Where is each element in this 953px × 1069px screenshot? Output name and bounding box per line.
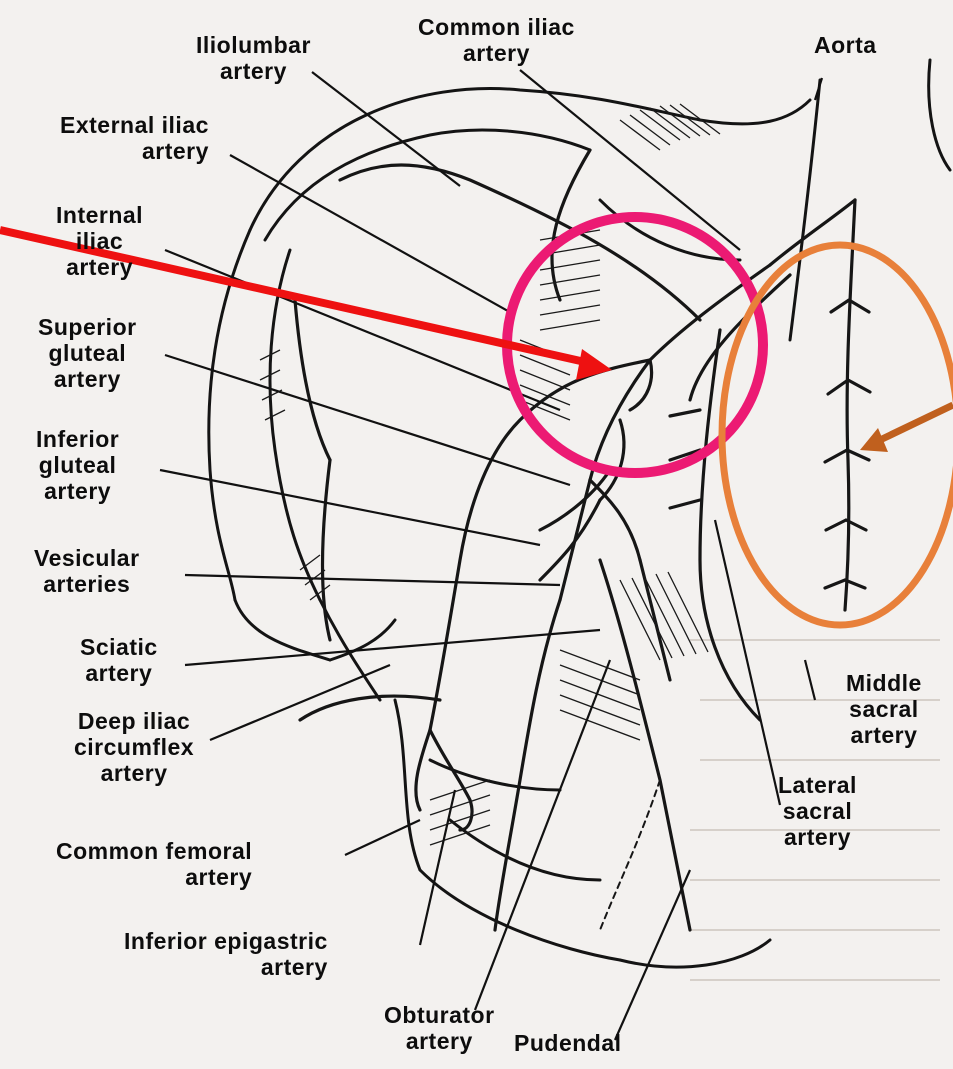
leader-lines <box>160 70 822 1040</box>
highlight-ellipse <box>722 245 953 625</box>
brown-arrow <box>860 405 953 452</box>
label-pudendal: Pudendal <box>514 1030 622 1056</box>
label-aorta: Aorta <box>814 32 877 58</box>
